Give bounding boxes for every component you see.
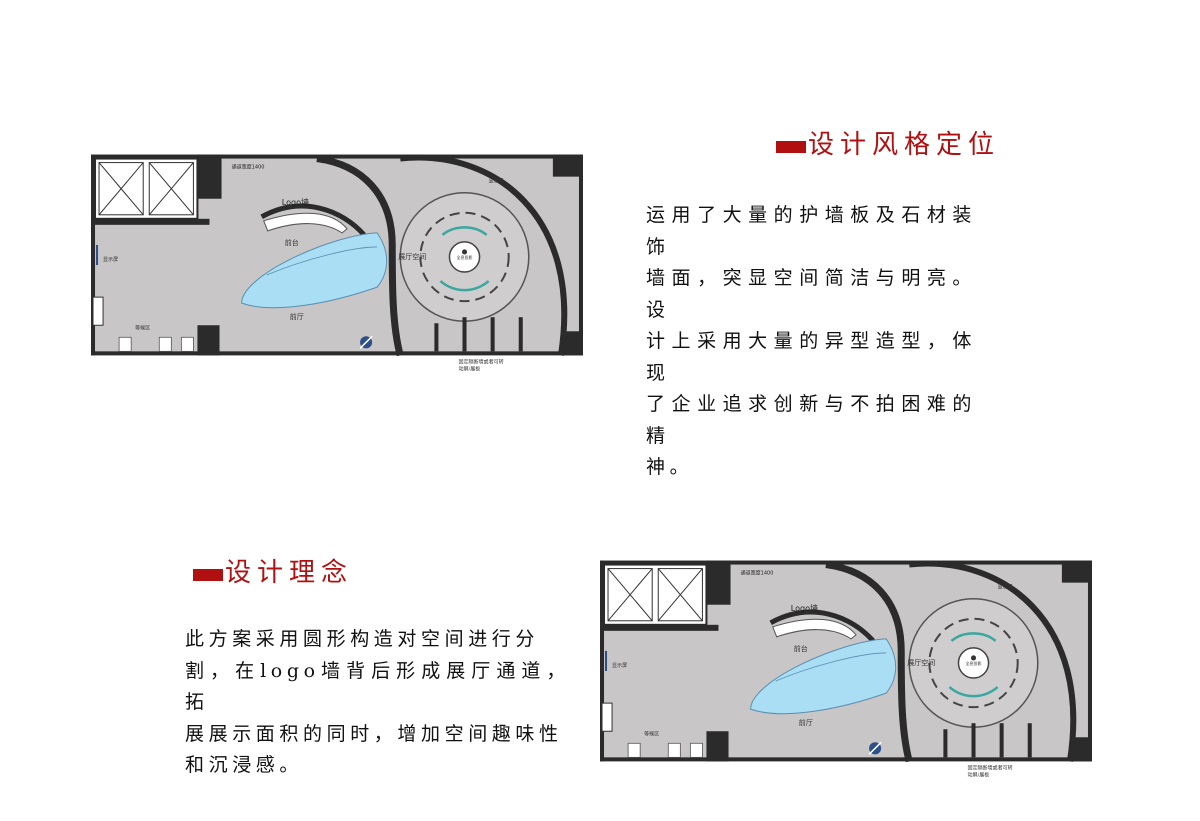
lobby-label: 前厅 [799,718,813,727]
corridor-label: 通道宽度1400 [741,570,774,577]
paragraph-line: 墙面，突显空间简洁与明亮。设 [646,267,976,321]
front-desk-label: 前台 [285,238,299,247]
paragraph-line: 了企业追求创新与不拍困难的精 [646,393,976,447]
front-desk-label: 前台 [794,644,808,653]
floor-plan-bottom: 通道宽度1400 Logo墙 前台 前厅 展厅空间 显示屏 显示屏 全息投影 等… [600,559,1092,783]
screen-label: 显示屏 [489,179,504,185]
paragraph-line: 运用了大量的护墙板及石材装饰 [646,204,976,258]
floor-plan-drawing: 通道宽度1400 Logo墙 前台 前厅 展厅空间 显示屏 显示屏 全息投影 等… [91,154,583,372]
note-label: 固定隔断墙或者可转 [458,358,503,365]
elevator-block [94,157,199,220]
heading-text: 设计风格定位 [808,130,1001,160]
corridor-label: 通道宽度1400 [232,164,265,171]
front-desk-counter [263,212,348,234]
heading-text: 设计理念 [225,558,354,588]
heading-accent-bar [193,568,223,581]
logo-wall-label: Logo墙 [282,197,309,207]
paragraph-line: 计上采用大量的异型造型，体现 [646,330,976,384]
projection-label: 全息投影 [965,660,981,666]
water-feature [750,638,897,715]
screen-label: 显示屏 [998,585,1013,591]
section-concept-paragraph: 此方案采用圆形构造对空间进行分 割，在logo墙背后形成展厅通道，拓 展展示面积… [185,624,570,782]
exhibition-label: 展厅空间 [398,252,426,261]
screen-label: 显示屏 [103,257,118,263]
section-heading-style: 设计风格定位 [776,124,1000,161]
note-label: 动屏/展板 [967,771,989,778]
paragraph-line: 和沉浸感。 [185,754,304,776]
paragraph-line: 神。 [646,456,694,478]
logo-wall-label: Logo墙 [791,603,818,613]
elevator-block [603,563,708,626]
exhibition-label: 展厅空间 [907,658,935,667]
paragraph-line: 割，在logo墙背后形成展厅通道，拓 [185,659,570,714]
lobby-label: 前厅 [290,312,304,321]
paragraph-line: 此方案采用圆形构造对空间进行分 [185,628,540,650]
waiting-area-label: 等候区 [135,324,150,331]
section-style-paragraph: 运用了大量的护墙板及石材装饰 墙面，突显空间简洁与明亮。设 计上采用大量的异型造… [646,200,976,484]
water-feature [241,232,388,309]
front-desk-counter [772,618,857,640]
section-heading-concept: 设计理念 [193,552,353,589]
paragraph-line: 展展示面积的同时，增加空间趣味性 [185,722,563,745]
floor-plan-drawing: 通道宽度1400 Logo墙 前台 前厅 展厅空间 显示屏 显示屏 全息投影 等… [600,560,1092,778]
note-label: 动屏/展板 [458,365,480,372]
note-label: 固定隔断墙或者可转 [967,764,1012,771]
floor-plan-top: 通道宽度1400 Logo墙 前台 前厅 展厅空间 显示屏 显示屏 全息投影 等… [91,153,583,377]
projection-label: 全息投影 [456,254,472,260]
heading-accent-bar [776,140,806,153]
screen-label: 显示屏 [612,663,627,669]
waiting-area-label: 等候区 [644,730,659,737]
